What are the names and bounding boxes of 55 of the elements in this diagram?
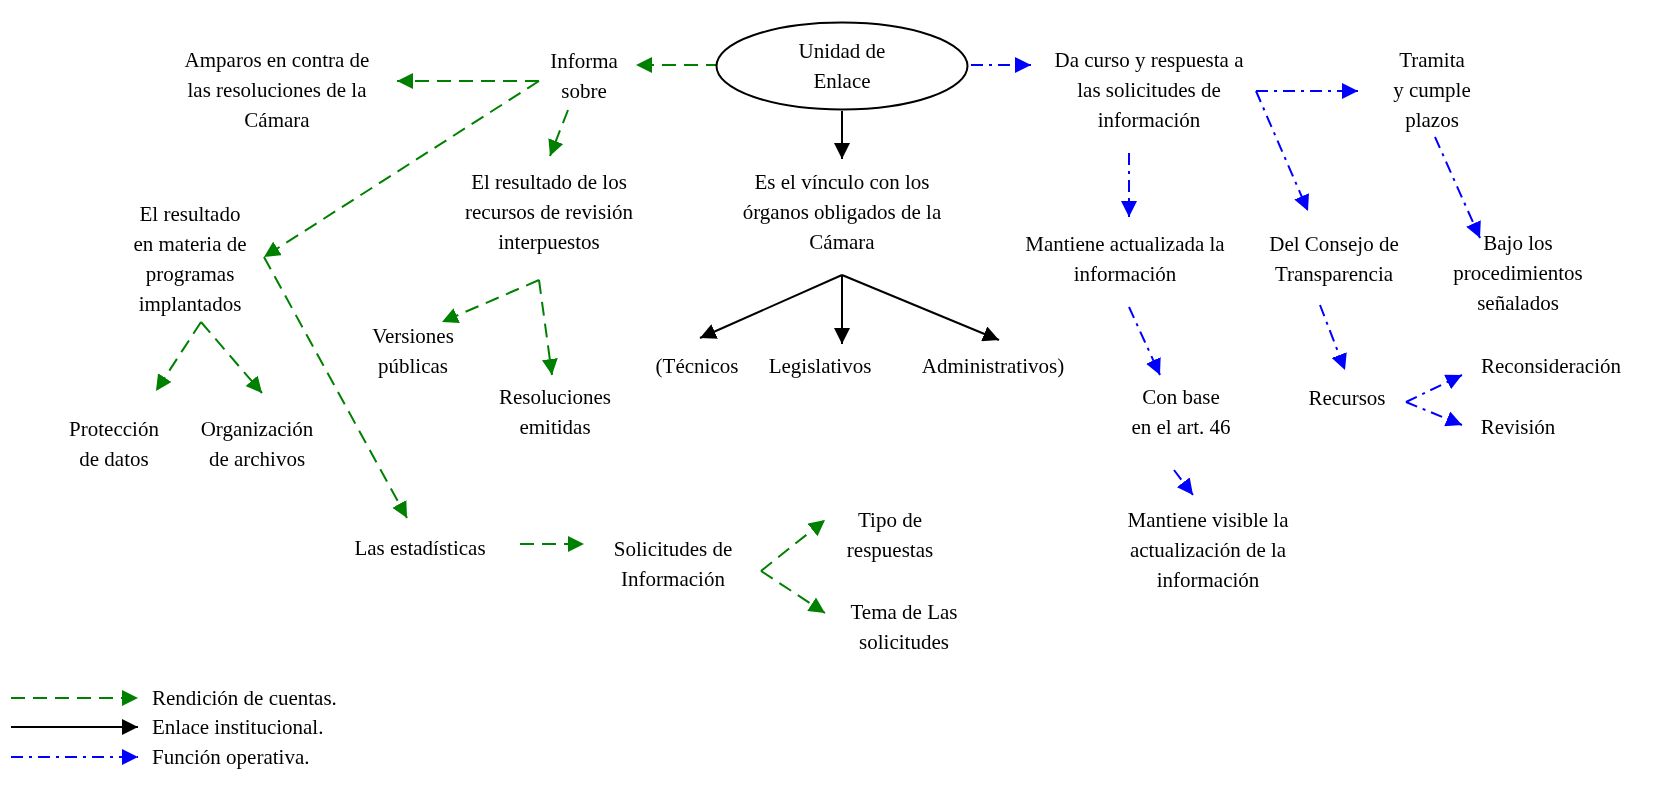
arrow: [263, 256, 408, 519]
concept-text: Tipo de respuestas: [835, 505, 945, 565]
arrow: [1173, 469, 1194, 496]
concept-text: Las estadísticas: [354, 533, 486, 563]
arrow: [1121, 152, 1137, 218]
arrow: [760, 519, 826, 572]
arrow: [1434, 136, 1481, 239]
concept-text: Versiones públicas: [358, 321, 468, 381]
concept-text: Mantiene visible la actualización de la información: [1118, 505, 1298, 595]
concept-text: Tema de Las solicitudes: [834, 597, 974, 657]
concept-text: Organización de archivos: [192, 414, 322, 474]
concept-text: Tramita y cumple plazos: [1392, 45, 1472, 135]
arrow: [441, 279, 540, 323]
arrow: [970, 57, 1032, 73]
arrow: [760, 570, 826, 614]
concept-text: Es el vínculo con los órganos obligados de la Cámara: [737, 167, 947, 257]
concept-text: El resultado en materia de programas implantados: [127, 199, 253, 319]
node-label: Unidad de Enlace: [797, 38, 887, 95]
concept-text: Reconsideración: [1481, 351, 1621, 381]
legend-text: Enlace institucional.: [152, 714, 324, 741]
arrow: [538, 279, 558, 376]
arrow: [1128, 306, 1161, 376]
arrow: [1255, 90, 1309, 212]
concept-text: Solicitudes de Información: [598, 534, 748, 594]
arrow: [548, 109, 569, 157]
arrow: [1405, 401, 1463, 427]
concept-text: Protección de datos: [61, 414, 167, 474]
concept-text: Con base en el art. 46: [1131, 382, 1231, 442]
concept-text: Recursos: [1308, 383, 1386, 413]
concept-text: Del Consejo de Transparencia: [1251, 229, 1417, 289]
concept-text: (Técnicos: [655, 351, 739, 381]
concept-text: Mantiene actualizada la información: [1007, 229, 1243, 289]
concept-text: Administrativos): [921, 351, 1065, 381]
arrow: [396, 73, 540, 89]
concept-text: Da curso y respuesta a las solicitudes de información: [1049, 45, 1249, 135]
concept-text: Legislativos: [768, 351, 872, 381]
arrow: [1405, 374, 1463, 403]
arrow: [699, 274, 843, 339]
concept-text: El resultado de los recursos de revisión interpuestos: [449, 167, 649, 257]
concept-text: Amparos en contra de las resoluciones de la Cámara: [182, 45, 372, 135]
concept-text: Bajo los procedimientos señalados: [1430, 228, 1606, 318]
arrow: [1255, 83, 1359, 99]
arrow: [834, 110, 850, 160]
arrow: [834, 274, 850, 345]
arrow: [200, 321, 263, 394]
arrow: [263, 80, 540, 258]
concept-text: Revisión: [1480, 412, 1556, 442]
arrow: [841, 274, 1000, 342]
arrow: [155, 321, 202, 392]
arrow: [1319, 304, 1347, 371]
concept-text: Resoluciones emitidas: [482, 382, 628, 442]
legend-text: Rendición de cuentas.: [152, 685, 337, 712]
concept-text: Informa sobre: [534, 46, 634, 106]
arrow: [519, 536, 585, 552]
legend-text: Función operativa.: [152, 744, 310, 771]
